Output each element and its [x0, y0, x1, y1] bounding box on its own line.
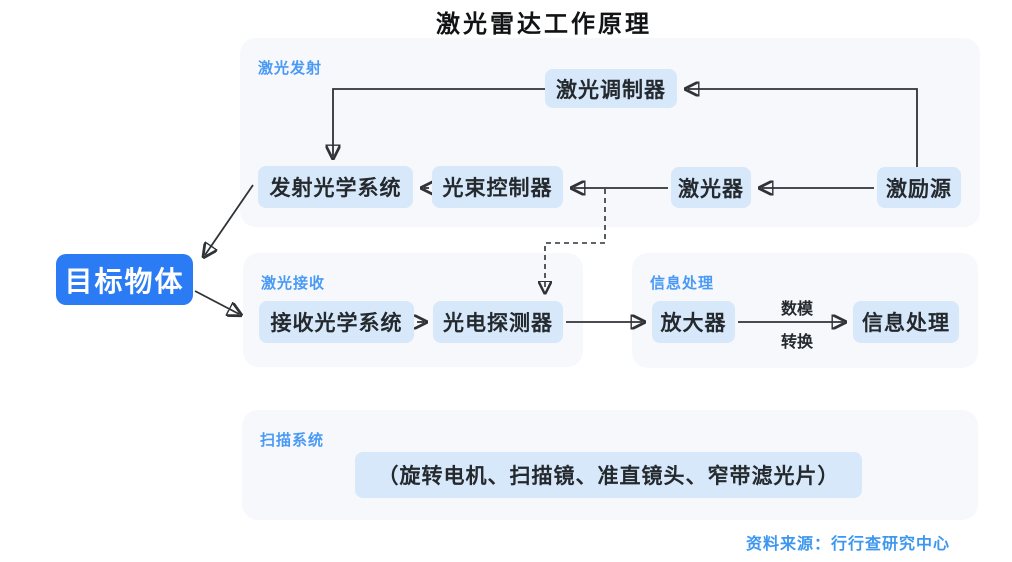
page-title: 激光雷达工作原理: [436, 11, 652, 38]
node-scanning-components: （旋转电机、扫描镜、准直镜头、窄带滤光片）: [355, 452, 862, 498]
adc-label-bottom: 转换: [780, 334, 813, 351]
panel-label-scanning-system: 扫描系统: [260, 432, 325, 449]
panel-label-info-processing: 信息处理: [650, 275, 715, 292]
arrow-target-to-recv-optics: [194, 290, 239, 314]
node-photodetector: 光电探测器: [433, 301, 563, 343]
node-beam-controller: 光束控制器: [432, 166, 563, 208]
panel-label-laser-emission: 激光发射: [258, 60, 323, 77]
node-emit-optics: 发射光学系统: [258, 166, 413, 208]
node-laser-modulator: 激光调制器: [545, 69, 677, 108]
node-amplifier: 放大器: [652, 301, 735, 343]
node-excitation-source: 激励源: [877, 167, 961, 208]
node-target-object: 目标物体: [56, 254, 193, 305]
source-note: 资料来源：行行查研究中心: [745, 536, 950, 553]
adc-label-top: 数模: [780, 301, 813, 318]
node-info-processing: 信息处理: [853, 301, 959, 343]
node-laser: 激光器: [671, 167, 751, 208]
node-recv-optics: 接收光学系统: [259, 301, 414, 343]
panel-label-laser-reception: 激光接收: [261, 275, 326, 292]
